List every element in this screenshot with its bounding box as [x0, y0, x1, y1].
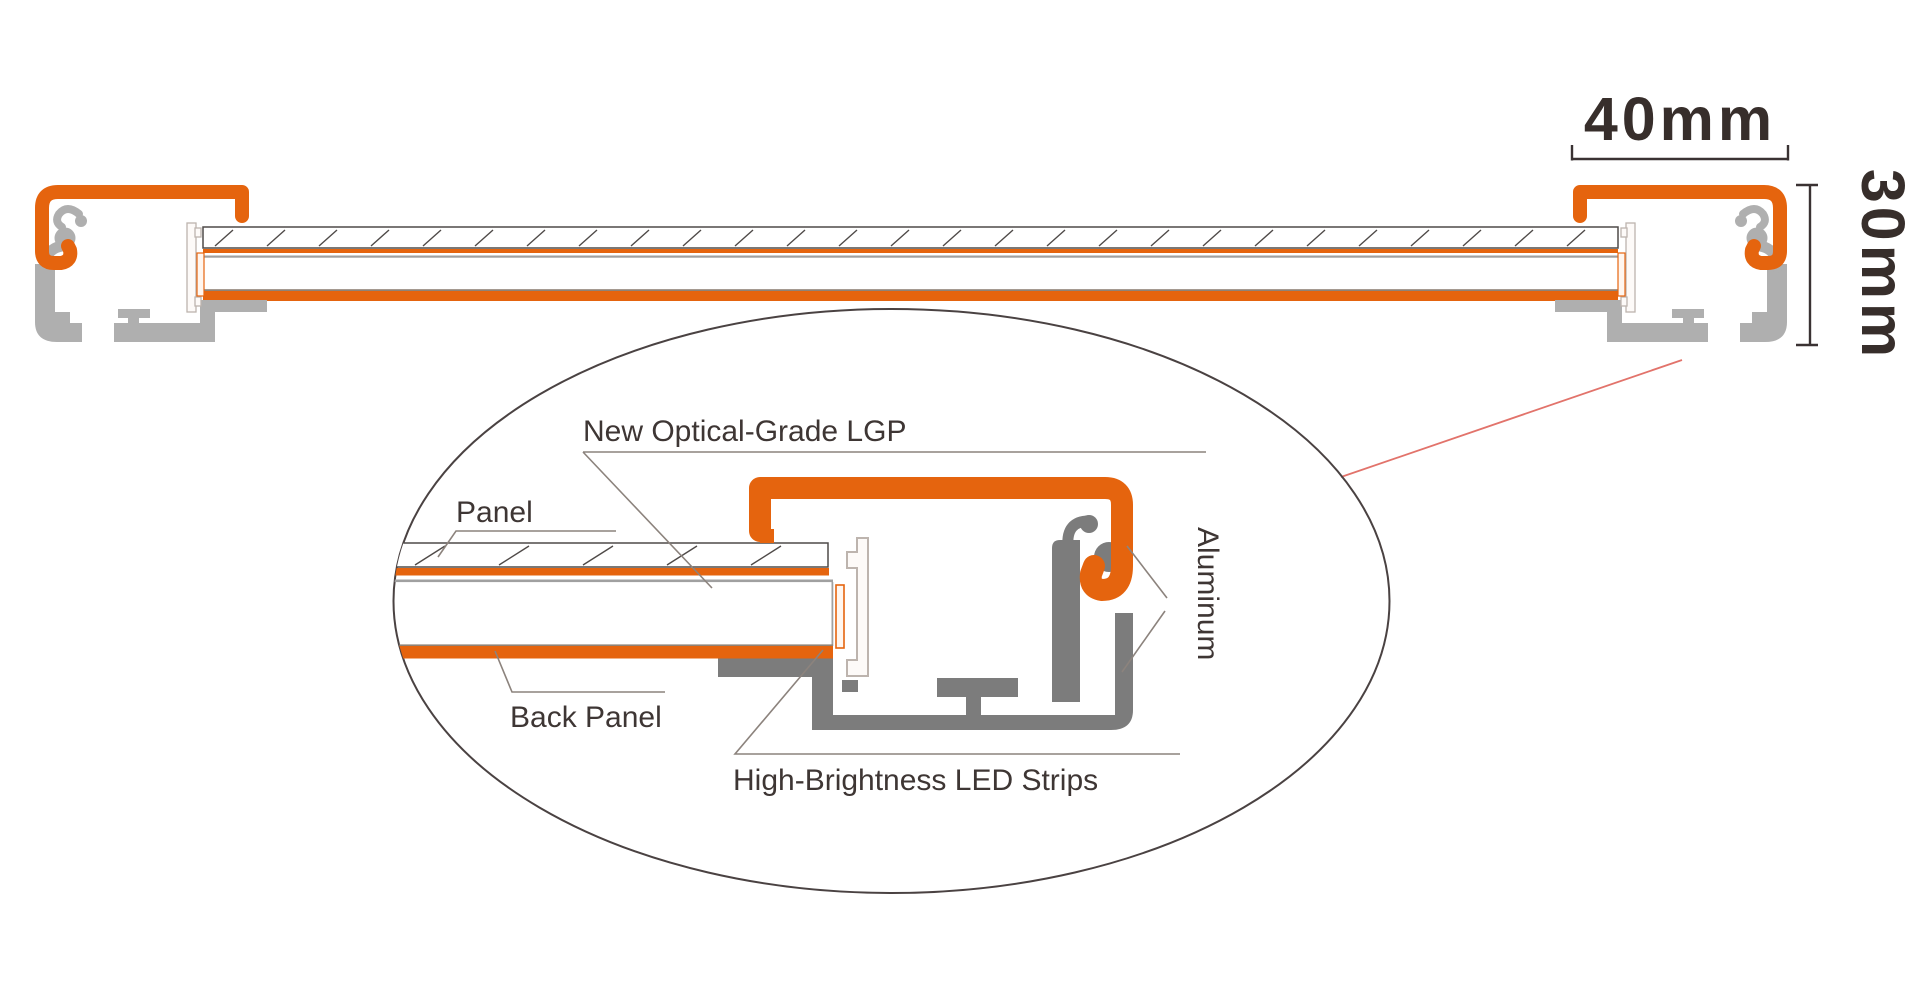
- detail-orange-flap: [749, 477, 1133, 601]
- panel-label: Panel: [456, 496, 533, 529]
- detail-led-strip: [835, 584, 845, 649]
- label-panel: Panel: [437, 496, 616, 558]
- detail-panel-hatch-marks: [414, 545, 782, 566]
- detail-aluminum-profile: [718, 515, 1133, 730]
- back-panel-label: Back Panel: [510, 701, 662, 734]
- detail-film-layer: [393, 568, 829, 576]
- callout-leader-line: [1340, 359, 1683, 478]
- face-panel-hatch-marks: [214, 229, 1586, 247]
- label-back-panel: Back Panel: [494, 650, 665, 734]
- main-cross-section: [202, 226, 1619, 301]
- led-strips-label: High-Brightness LED Strips: [733, 764, 1098, 797]
- dimension-height: 30mm: [1796, 169, 1917, 361]
- detail-led-holder: [846, 537, 869, 677]
- film-layer: [203, 249, 1618, 253]
- detail-lgp-bottom-edge: [393, 644, 833, 647]
- dimension-width: 40mm: [1570, 85, 1790, 161]
- label-led-strips: High-Brightness LED Strips: [733, 649, 1180, 797]
- right-frame-profile: [1555, 192, 1787, 342]
- detail-ellipse-outline: [392, 308, 1391, 894]
- detail-panel-stack: [393, 542, 834, 659]
- detail-view: New Optical-Grade LGP Panel Back Panel H…: [392, 308, 1391, 894]
- back-panel-layer: [203, 291, 1618, 301]
- aluminum-label: Aluminum: [1191, 527, 1224, 660]
- lgp-bottom-edge: [203, 289, 1618, 291]
- label-aluminum: Aluminum: [1121, 527, 1224, 673]
- face-panel-layer: [202, 226, 1619, 249]
- detail-back-panel: [393, 646, 833, 659]
- lgp-label: New Optical-Grade LGP: [583, 415, 906, 448]
- detail-lgp-top-edge: [393, 579, 833, 583]
- width-dimension-label: 40mm: [1584, 85, 1776, 153]
- lgp-top-edge: [203, 255, 1618, 258]
- left-frame-profile: [35, 192, 267, 342]
- height-dimension-label: 30mm: [1849, 169, 1917, 361]
- label-lgp: New Optical-Grade LGP: [582, 415, 1206, 589]
